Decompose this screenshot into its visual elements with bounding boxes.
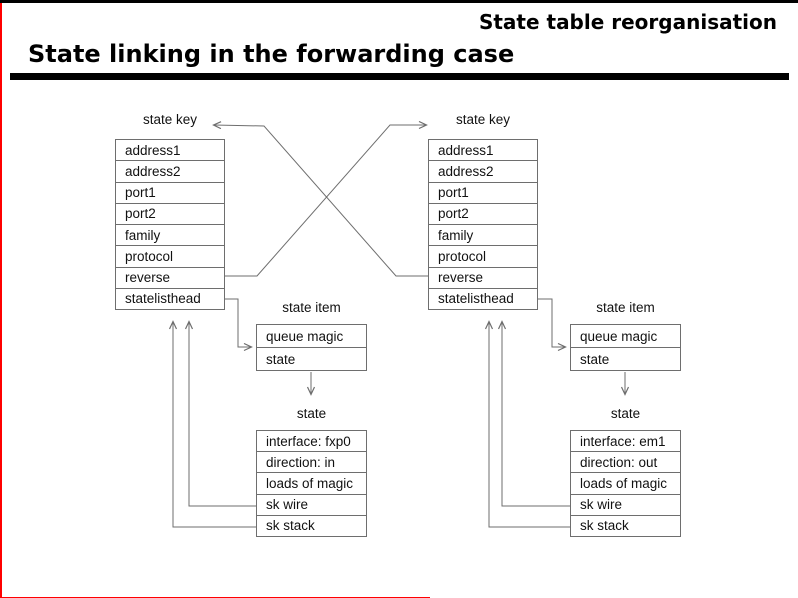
table-row: address1 <box>116 140 224 162</box>
title-underline-rule <box>10 73 789 80</box>
table-row: loads of magic <box>257 473 366 495</box>
left-state-key-label: state key <box>142 112 198 127</box>
left-state-item-table: queue magic state <box>256 324 367 371</box>
table-row: port1 <box>429 183 537 204</box>
right-state-item-table: queue magic state <box>570 324 681 371</box>
table-row: address2 <box>116 161 224 183</box>
table-row: loads of magic <box>571 473 680 495</box>
connector-left-statelisthead-to-state-item <box>225 298 251 347</box>
table-row: interface: em1 <box>571 431 680 453</box>
connector-right-reverse-to-left-state-key <box>214 125 428 277</box>
table-row: queue magic <box>571 325 680 348</box>
table-row: statelisthead <box>438 291 514 307</box>
connector-right-sk-wire-up <box>502 322 570 507</box>
table-row: family <box>116 225 224 247</box>
table-row: family <box>429 225 537 247</box>
table-row: sk wire <box>257 495 366 516</box>
table-row: address2 <box>429 161 537 183</box>
table-row: protocol <box>116 246 224 268</box>
table-row: port2 <box>116 204 224 225</box>
left-state-key-table: address1 address2 port1 port2 family pro… <box>115 139 225 310</box>
connector-left-sk-wire-up <box>189 322 256 507</box>
table-row: port1 <box>116 183 224 204</box>
connector-left-sk-stack-up <box>173 322 256 528</box>
table-row: state <box>580 351 610 367</box>
connector-left-reverse-to-right-state-key <box>225 125 426 277</box>
table-row: sk stack <box>580 518 629 534</box>
table-row: direction: out <box>571 452 680 474</box>
left-state-table: interface: fxp0 direction: in loads of m… <box>256 430 367 537</box>
right-state-item-label: state item <box>596 300 655 315</box>
connector-right-statelisthead-to-state-item <box>538 298 565 347</box>
left-state-label: state <box>296 406 327 421</box>
top-black-rule <box>0 0 798 3</box>
right-state-key-label: state key <box>455 112 511 127</box>
table-row: reverse <box>429 268 537 289</box>
connector-right-sk-stack-up <box>489 322 570 528</box>
right-state-table: interface: em1 direction: out loads of m… <box>570 430 681 537</box>
table-row: statelisthead <box>125 291 201 307</box>
table-row: state <box>266 351 296 367</box>
table-row: port2 <box>429 204 537 225</box>
table-row: reverse <box>116 268 224 289</box>
table-row: sk wire <box>571 495 680 516</box>
left-state-item-label: state item <box>282 300 341 315</box>
table-row: interface: fxp0 <box>257 431 366 453</box>
table-row: direction: in <box>257 452 366 474</box>
page-title: State linking in the forwarding case <box>28 40 515 68</box>
table-row: protocol <box>429 246 537 268</box>
table-row: address1 <box>429 140 537 162</box>
right-state-key-table: address1 address2 port1 port2 family pro… <box>428 139 538 310</box>
left-red-border <box>0 0 2 598</box>
table-row: sk stack <box>266 518 315 534</box>
right-state-label: state <box>610 406 641 421</box>
table-row: queue magic <box>257 325 366 348</box>
slide-deck-title: State table reorganisation <box>478 10 777 34</box>
